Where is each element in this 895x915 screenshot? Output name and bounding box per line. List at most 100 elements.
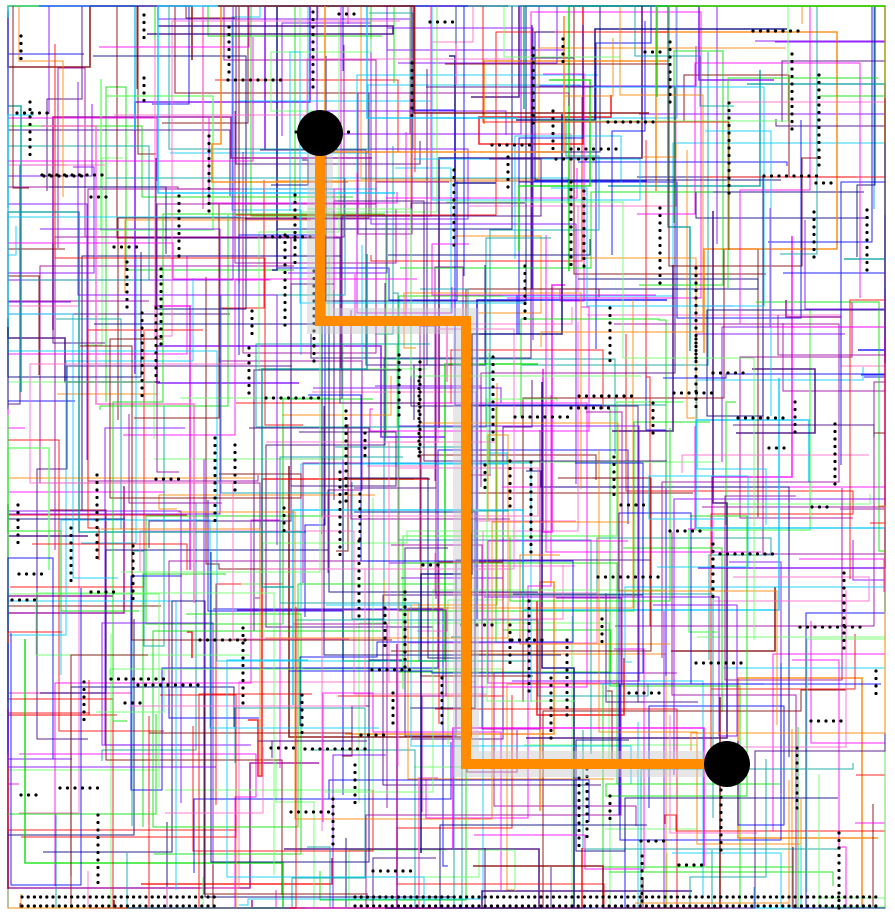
pin: [527, 659, 530, 662]
pin: [181, 683, 184, 686]
pin: [688, 904, 691, 907]
trace: [437, 6, 725, 149]
pin: [226, 78, 229, 81]
pin: [188, 895, 191, 898]
pin: [403, 590, 406, 593]
pin: [647, 839, 650, 842]
pin: [363, 454, 366, 457]
pin: [19, 49, 22, 52]
pin: [452, 236, 455, 239]
pin: [227, 40, 230, 43]
pin: [397, 383, 400, 386]
pin: [812, 225, 815, 228]
pin: [825, 505, 828, 508]
pin: [378, 668, 381, 671]
pin: [357, 607, 360, 610]
pin: [862, 895, 865, 898]
pin: [656, 575, 659, 578]
pin: [131, 559, 134, 562]
pin: [632, 895, 635, 898]
pin: [619, 503, 622, 506]
pin: [874, 677, 877, 680]
pin: [177, 254, 180, 257]
pin: [73, 786, 76, 789]
pin: [807, 174, 810, 177]
pin: [417, 439, 420, 442]
pin: [839, 719, 842, 722]
pin: [531, 106, 534, 109]
pin: [523, 294, 526, 297]
pin: [741, 552, 744, 555]
trace: [578, 162, 787, 166]
pin: [744, 895, 747, 898]
pin: [353, 801, 356, 804]
pin: [283, 308, 286, 311]
pin: [577, 791, 580, 794]
pin: [842, 631, 845, 634]
pin: [817, 96, 820, 99]
pin: [397, 398, 400, 401]
trace: [213, 865, 228, 908]
pin: [694, 390, 697, 393]
pin: [682, 904, 685, 907]
pin: [95, 526, 98, 529]
pin: [787, 895, 790, 898]
pin: [842, 616, 845, 619]
pin: [506, 163, 509, 166]
pin: [403, 895, 406, 898]
pin: [233, 481, 236, 484]
pin: [694, 274, 697, 277]
pin: [409, 904, 412, 907]
pin: [577, 406, 580, 409]
pin: [790, 67, 793, 70]
pin: [583, 895, 586, 898]
pin: [865, 246, 868, 249]
pin: [331, 805, 334, 808]
pin: [529, 520, 532, 523]
pin: [508, 504, 511, 507]
pin: [691, 529, 694, 532]
trace: [276, 778, 438, 908]
pin: [96, 851, 99, 854]
pin: [177, 224, 180, 227]
pin: [668, 63, 671, 66]
pin: [418, 360, 421, 363]
pin: [233, 458, 236, 461]
pin: [775, 895, 778, 898]
pin: [829, 181, 832, 184]
trace: [649, 775, 885, 908]
pin: [293, 238, 296, 241]
pin: [600, 625, 603, 628]
pin: [523, 279, 526, 282]
pin: [849, 895, 852, 898]
pin: [570, 904, 573, 907]
pin: [207, 142, 210, 145]
pin: [123, 701, 126, 704]
pin: [418, 398, 421, 401]
pin: [525, 638, 528, 641]
pin: [549, 729, 552, 732]
pin: [694, 352, 697, 355]
pin: [632, 904, 635, 907]
pin: [440, 904, 443, 907]
pin: [188, 904, 191, 907]
pin: [577, 844, 580, 847]
pin: [417, 447, 420, 450]
pin: [531, 99, 534, 102]
pin: [711, 550, 714, 553]
trace: [8, 165, 230, 404]
pin: [608, 895, 611, 898]
pin: [213, 466, 216, 469]
pin: [608, 794, 611, 797]
pin: [533, 904, 536, 907]
pin: [45, 111, 48, 114]
pin: [719, 371, 722, 374]
pin: [358, 507, 361, 510]
pin: [397, 361, 400, 364]
pin: [614, 895, 617, 898]
pin: [287, 396, 290, 399]
pin: [790, 105, 793, 108]
pin: [331, 827, 334, 830]
pin: [284, 746, 287, 749]
pin: [312, 810, 315, 813]
